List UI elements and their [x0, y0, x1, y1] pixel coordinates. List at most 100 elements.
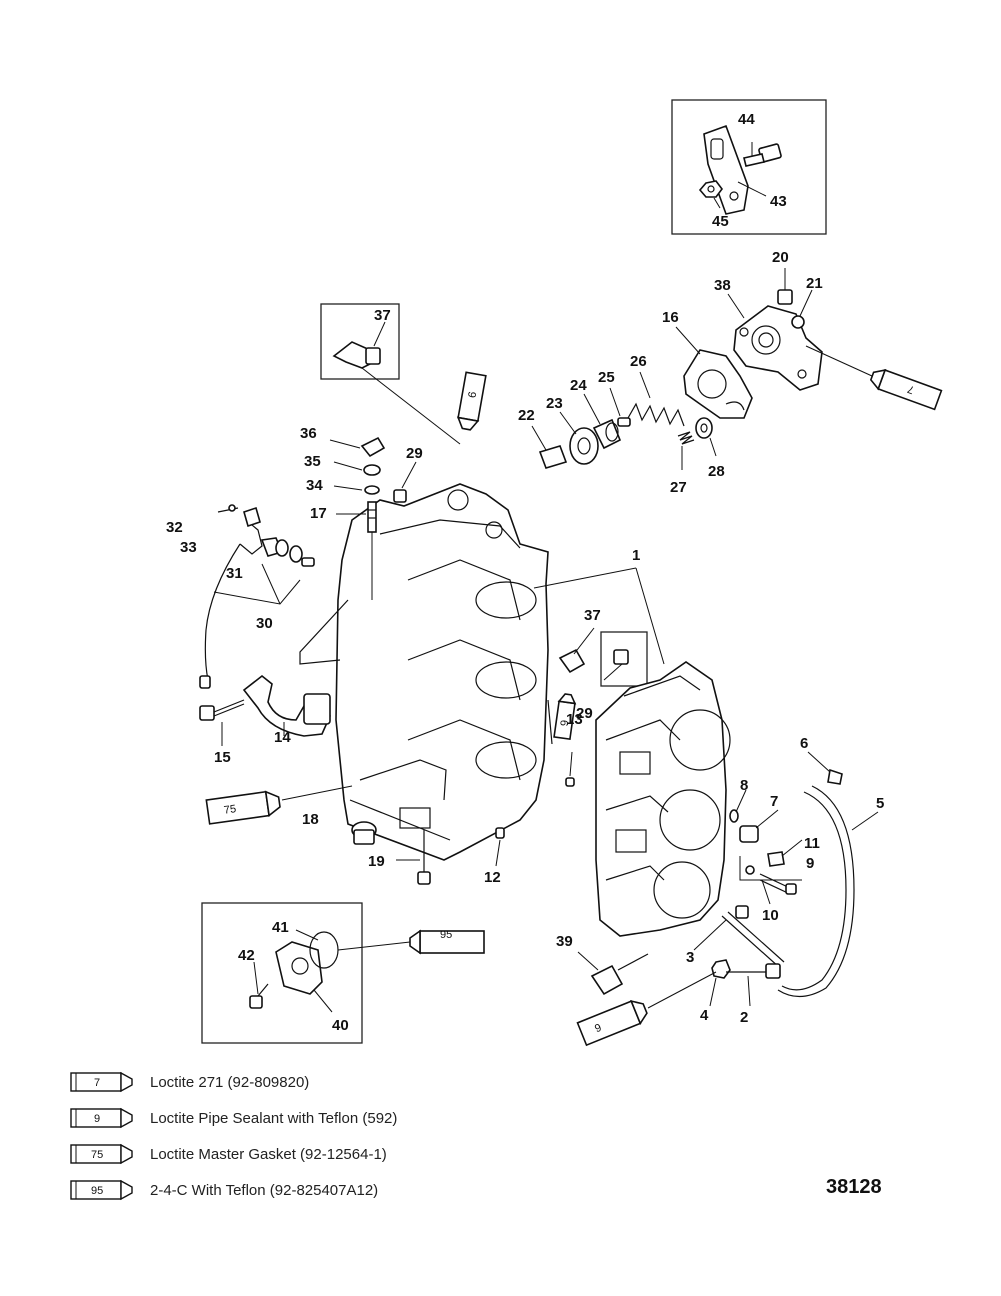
spring-part-27: [677, 431, 695, 445]
washer-part-28: [695, 417, 713, 439]
callout-23: 23: [546, 395, 563, 412]
tube-icon: 9: [70, 1107, 133, 1129]
pin-part-13: [565, 777, 575, 787]
callout-38: 38: [714, 277, 731, 294]
plug-part-6: [827, 768, 843, 785]
cover-part-40: [275, 941, 323, 995]
elbow-fitting-part-37-detail: [332, 341, 381, 369]
callout-3: 3: [686, 949, 694, 966]
detail-box-top-right: [671, 99, 827, 235]
legend-row: 7 Loctite 271 (92-809820): [70, 1064, 670, 1100]
callout-42: 42: [238, 947, 255, 964]
callout-40: 40: [332, 1017, 349, 1034]
plug-part-18: [351, 821, 377, 845]
sealant-tube-75: 75: [205, 790, 281, 825]
legend-text: 2-4-C With Teflon (92-825407A12): [150, 1181, 379, 1199]
fitting-part-11: [767, 851, 785, 867]
fitting-part-36: [360, 436, 386, 458]
callout-14: 14: [274, 729, 291, 746]
callout-16: 16: [662, 309, 679, 326]
bolt-part-3: [721, 905, 785, 969]
callout-11: 11: [804, 835, 820, 852]
callout-29-mid: 29: [576, 705, 593, 722]
nut-part-4: [711, 959, 731, 979]
callout-44: 44: [738, 111, 755, 128]
screw-part-9-left: [547, 699, 553, 745]
callout-25: 25: [598, 369, 615, 386]
bolt-part-44: [743, 143, 782, 167]
bracket-part-14: [242, 674, 331, 737]
callout-9-right: 9: [806, 855, 814, 872]
callout-37-mid: 37: [584, 607, 601, 624]
pin-part-25: [617, 417, 631, 427]
callout-19: 19: [368, 853, 385, 870]
screw-part-32: [217, 504, 239, 513]
callout-29-top: 29: [406, 445, 423, 462]
sensor-wire-part-31: [199, 519, 284, 689]
callout-1: 1: [632, 547, 640, 564]
callout-33: 33: [180, 539, 197, 556]
legend-text: Loctite Master Gasket (92-12564-1): [150, 1145, 387, 1163]
svg-text:95: 95: [440, 929, 452, 941]
callout-41: 41: [272, 919, 289, 936]
sealant-tube-7: 7: [869, 369, 943, 411]
svg-text:75: 75: [91, 1149, 103, 1161]
callout-20: 20: [772, 249, 789, 266]
callout-37-top: 37: [374, 307, 391, 324]
legend-text: Loctite 271 (92-809820): [150, 1073, 310, 1091]
bolt-part-9-right: [759, 873, 797, 895]
callout-5: 5: [876, 795, 884, 812]
legend-row: 95 2-4-C With Teflon (92-825407A12): [70, 1172, 670, 1208]
valve-part-24: [592, 418, 622, 450]
svg-text:9: 9: [94, 1113, 100, 1125]
washer-part-21: [791, 289, 813, 329]
figure-reference-number: 38128: [826, 1176, 882, 1198]
cover-part-38: [733, 305, 823, 391]
tube-icon: 95: [70, 1179, 133, 1201]
legend-row: 75 Loctite Master Gasket (92-12564-1): [70, 1136, 670, 1172]
callout-22: 22: [518, 407, 535, 424]
crankcase-block-part-1: [299, 483, 549, 861]
sealant-tube-9-top: 9: [456, 371, 487, 431]
callout-45: 45: [712, 213, 729, 230]
fitting-part-7: [739, 825, 759, 843]
callout-26: 26: [630, 353, 647, 370]
callout-6: 6: [800, 735, 808, 752]
plate-part-43: [703, 124, 749, 215]
callout-35: 35: [304, 453, 321, 470]
spring-part-26: [627, 402, 685, 427]
sealant-tube-9-mid: 9: [553, 693, 577, 741]
svg-text:9: 9: [559, 719, 572, 727]
svg-text:7: 7: [94, 1077, 100, 1089]
sealant-tube-9-bottom: 9: [576, 1000, 648, 1047]
nut-part-45: [698, 180, 723, 198]
callout-17: 17: [310, 505, 327, 522]
detail-box-plug: [600, 631, 648, 687]
plug-part-29-lower: [613, 649, 629, 665]
plug-part-29-upper: [393, 489, 407, 503]
callout-8: 8: [740, 777, 748, 794]
callout-13: 13: [566, 711, 583, 728]
screw-part-2: [726, 963, 781, 979]
sealant-legend: 7 Loctite 271 (92-809820) 9 Loctite Pipe…: [70, 1064, 670, 1208]
callout-28: 28: [708, 463, 725, 480]
fitting-part-22: [538, 445, 568, 469]
detail-box-fitting: [320, 303, 400, 380]
gear-part-23: [569, 427, 599, 465]
callout-34: 34: [306, 477, 323, 494]
callout-31: 31: [226, 565, 243, 582]
callout-2: 2: [740, 1009, 748, 1026]
callout-12: 12: [484, 869, 501, 886]
bolt-part-15: [199, 699, 245, 721]
stud-part-17: [367, 501, 377, 533]
legend-text: Loctite Pipe Sealant with Teflon (592): [150, 1109, 398, 1127]
callout-18: 18: [302, 811, 319, 828]
washer-part-10: [745, 865, 755, 875]
legend-row: 9 Loctite Pipe Sealant with Teflon (592): [70, 1100, 670, 1136]
screw-part-42: [249, 983, 269, 1009]
callout-labels: 44 43 45 20 21 38 16 26 25 24 23 22 27 2…: [166, 111, 884, 1034]
svg-text:9: 9: [593, 1022, 603, 1035]
tube-icon: 7: [70, 1071, 133, 1093]
screw-part-20: [777, 268, 793, 305]
